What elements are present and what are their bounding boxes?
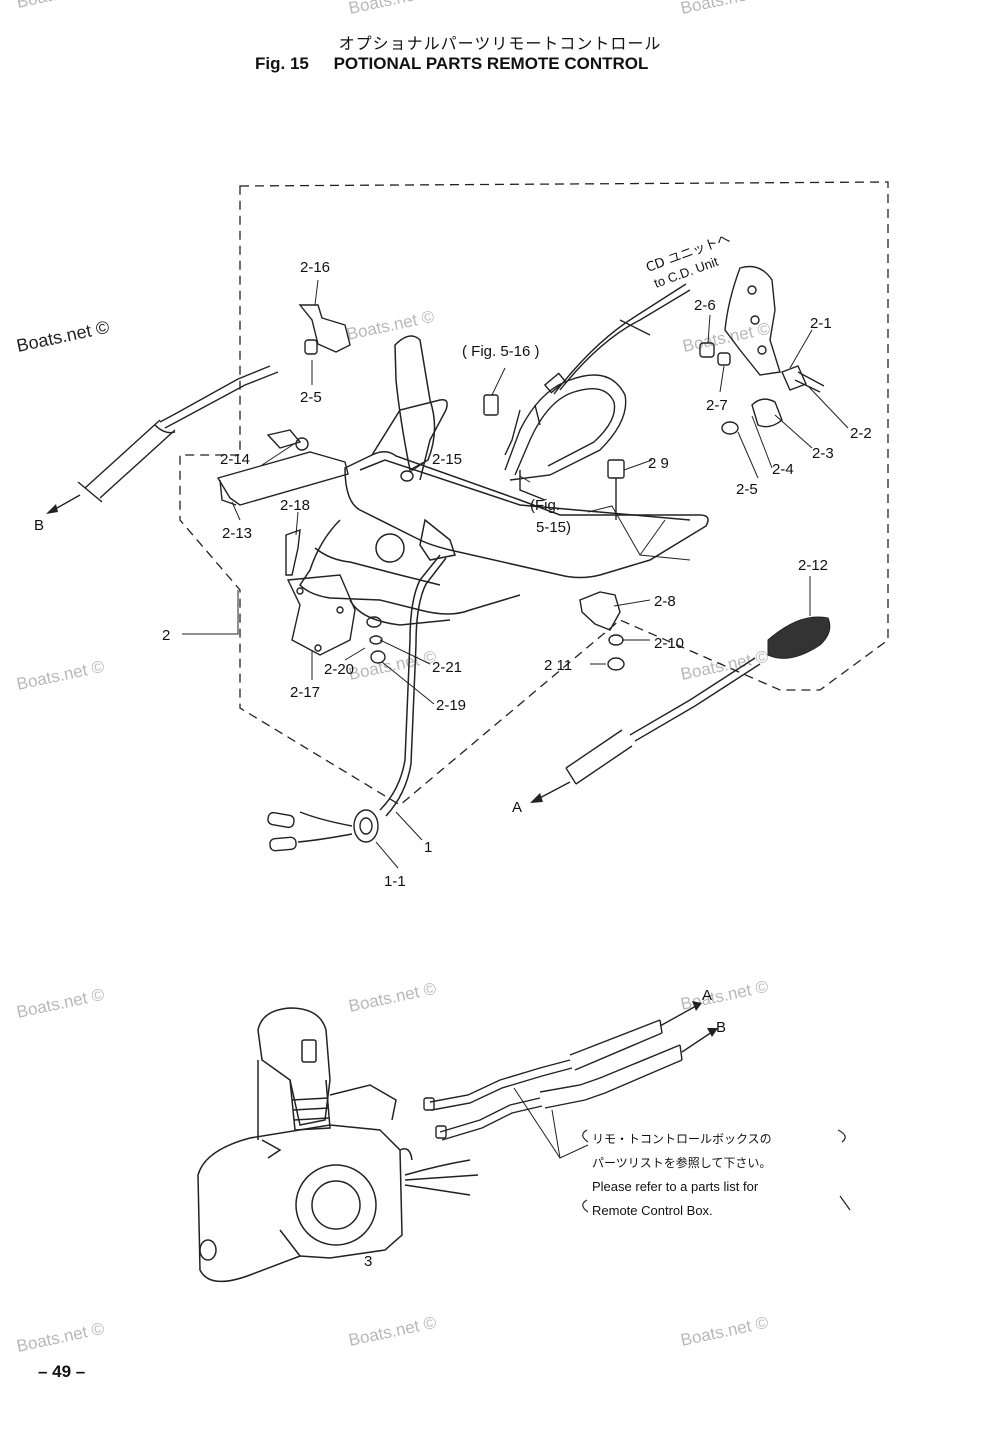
arm-assembly-right — [699, 265, 825, 435]
title-japanese: オプショナルパーツリモートコントロール — [338, 34, 662, 53]
watermark: Boats.net © — [347, 979, 439, 1016]
callout-2-19: 2-19 — [436, 697, 466, 714]
callout-fig-5-16: ( Fig. 5-16 ) — [462, 343, 540, 360]
callout-arrow-a-lower: A — [702, 987, 712, 1004]
figure-number: Fig. 15 — [255, 54, 309, 73]
watermark: Boats.net © — [15, 1319, 107, 1356]
callout-fig-5-15-a: (Fig. — [530, 497, 560, 514]
watermark: Boats.net © — [679, 1313, 771, 1350]
callout-2-8: 2-8 — [654, 593, 676, 610]
assembly-boundary — [179, 181, 889, 806]
callout-2-6: 2-6 — [694, 297, 716, 314]
watermark: Boats.net © — [15, 657, 107, 694]
callout-3: 3 — [364, 1253, 372, 1270]
part-2-12 — [767, 616, 831, 659]
note-japanese-line-2: パーツリストを参照して下さい。 — [592, 1155, 772, 1170]
part-2-8 — [579, 591, 621, 631]
note-japanese-line-1: リモ・トコントロールボックスの — [592, 1132, 772, 1146]
callout-2-9: 2 9 — [648, 455, 669, 472]
bracket-frame — [299, 335, 709, 817]
callout-2-7: 2-7 — [706, 397, 728, 414]
callout-2-1: 2-1 — [810, 315, 832, 332]
callout-2-18: 2-18 — [280, 497, 310, 514]
callout-arrow-b-lower: B — [716, 1019, 726, 1036]
arrow-a-lower-head — [692, 1001, 702, 1011]
callout-2-17: 2-17 — [290, 684, 320, 701]
callout-labels: 2-16 2-5 2-14 2-13 2-18 2-15 2 2-17 2-20… — [34, 231, 872, 1270]
callout-2: 2 — [162, 627, 170, 644]
callout-2-5b: 2-5 — [736, 481, 758, 498]
arrow-a-head — [530, 793, 543, 803]
callout-1: 1 — [424, 839, 432, 856]
figure-caption: POTIONAL PARTS REMOTE CONTROL — [333, 54, 649, 73]
callout-arrow-a: A — [512, 799, 522, 816]
arrow-b-head — [46, 504, 58, 514]
cable-a-lower — [565, 657, 761, 785]
arrow-a — [535, 781, 571, 801]
watermark: Boats.net © — [347, 0, 439, 18]
lower-cables — [423, 1019, 683, 1141]
arrow-a-lower — [659, 1005, 697, 1027]
callout-1-1: 1-1 — [384, 873, 406, 890]
callout-2-3: 2-3 — [812, 445, 834, 462]
note-bracket — [582, 1129, 851, 1213]
callout-2-13: 2-13 — [222, 525, 252, 542]
callout-2-15: 2-15 — [432, 451, 462, 468]
note-english-line-2: Remote Control Box. — [592, 1202, 713, 1218]
callout-2-11: 2 11 — [544, 657, 572, 674]
page-number: – 49 – — [38, 1362, 86, 1381]
callout-2-5: 2-5 — [300, 389, 322, 406]
callout-2-14: 2-14 — [220, 451, 250, 468]
callout-2-2: 2-2 — [850, 425, 872, 442]
leader-lines — [182, 279, 849, 869]
figure-title: Fig. 15 POTIONAL PARTS REMOTE CONTROL — [255, 54, 648, 74]
watermark-dark: Boats.net © — [15, 317, 111, 356]
callout-2-10: 2-10 — [654, 635, 684, 652]
arrow-b-lower-head — [707, 1028, 718, 1037]
hardware-parts — [216, 304, 625, 671]
callout-2-20: 2-20 — [324, 661, 354, 678]
callout-2-21: 2-21 — [432, 659, 462, 676]
watermark: Boats.net © — [679, 0, 771, 18]
watermark: Boats.net © — [15, 985, 107, 1022]
parts-list-note: リモ・トコントロールボックスの パーツリストを参照して下さい。 Please r… — [592, 1128, 837, 1222]
watermark: Boats.net © — [347, 1313, 439, 1350]
watermark: Boats.net © — [345, 307, 437, 344]
watermark: Boats.net © — [15, 0, 107, 12]
remote-control-box — [197, 1007, 479, 1283]
note-pointer — [513, 1087, 589, 1159]
callout-2-16: 2-16 — [300, 259, 330, 276]
grommet-and-leads — [267, 809, 379, 852]
callout-2-12: 2-12 — [798, 557, 828, 574]
callout-2-4: 2-4 — [772, 461, 794, 478]
cable-b-upper — [77, 365, 279, 503]
wire-harness — [504, 283, 691, 501]
callout-fig-5-15-b: 5-15) — [536, 519, 571, 536]
callout-arrow-b: B — [34, 517, 44, 534]
watermark: Boats.net © — [347, 647, 439, 684]
arrow-b-lower — [681, 1031, 713, 1053]
note-english-line-1: Please refer to a parts list for — [592, 1179, 759, 1194]
